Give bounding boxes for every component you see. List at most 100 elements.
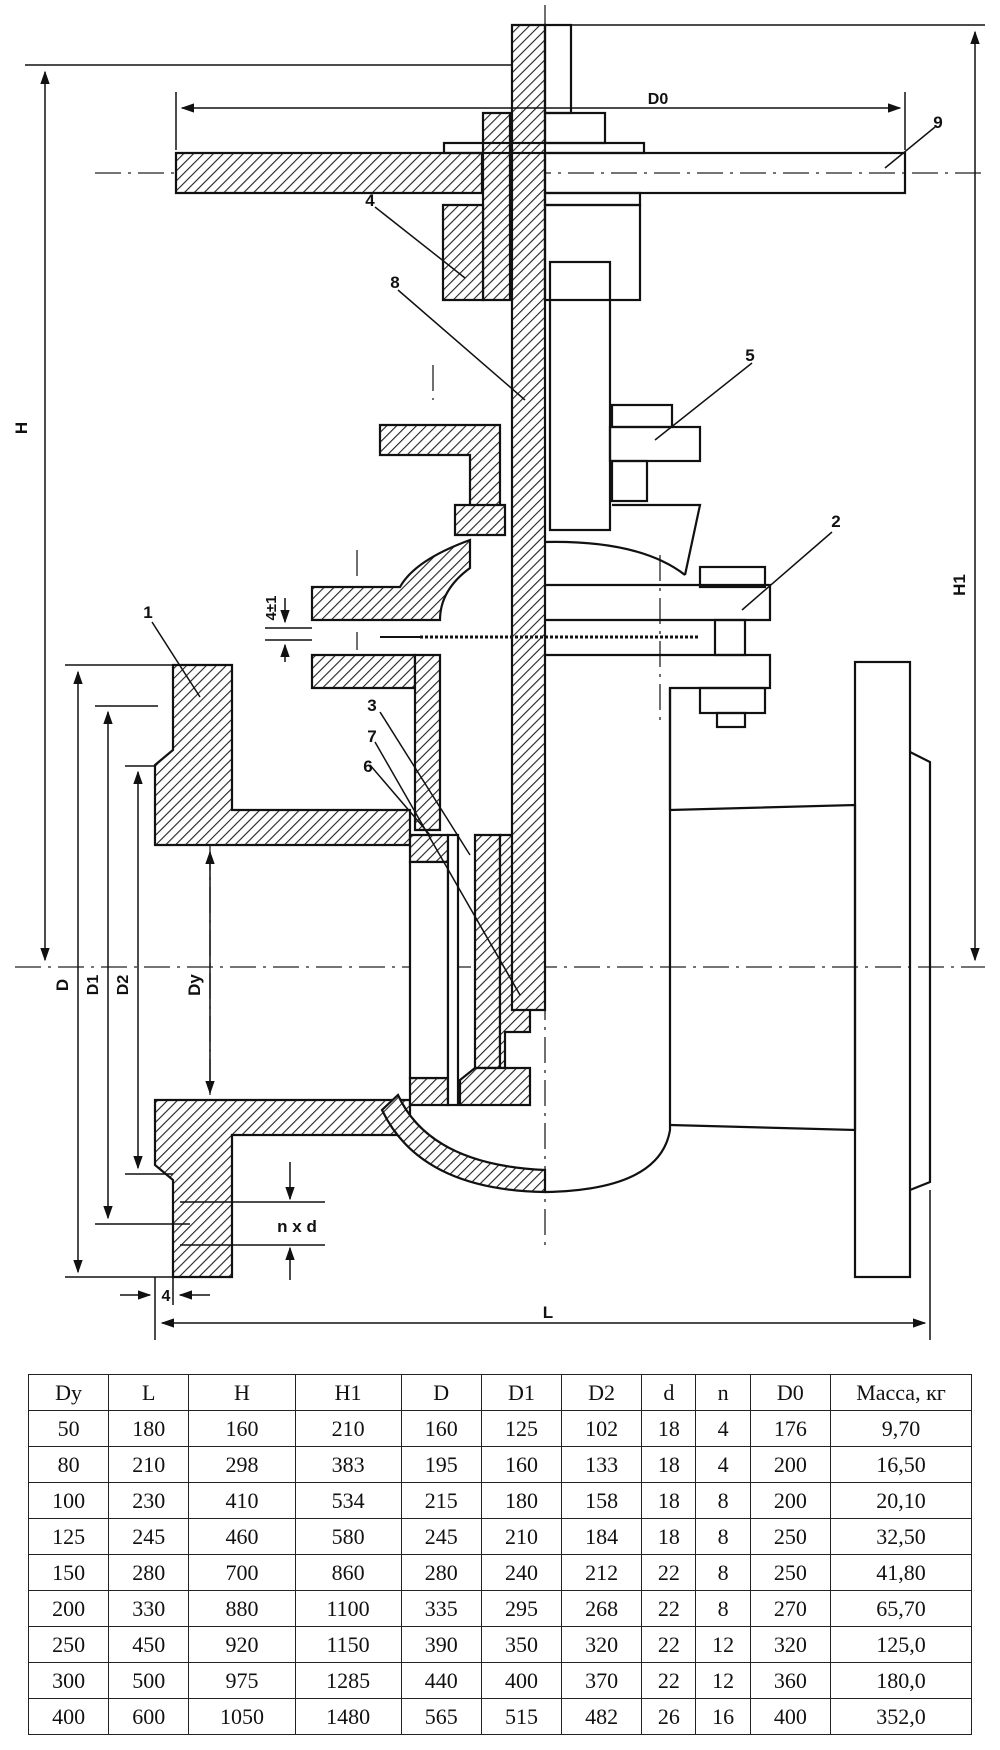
handwheel-hub: [543, 191, 642, 207]
table-cell: 26: [641, 1698, 697, 1735]
outlet-flange: [853, 660, 912, 1279]
seat-gap: [446, 833, 460, 1107]
valve-exterior: [442, 23, 932, 1279]
table-cell: 565: [400, 1698, 482, 1735]
table-cell: 22: [641, 1590, 697, 1627]
table-cell: 534: [294, 1482, 402, 1519]
stem-top-right: [543, 23, 573, 115]
seat-channel: [408, 860, 450, 1080]
table-cell: 100: [27, 1482, 110, 1519]
table-cell: 8: [695, 1482, 751, 1519]
table-cell: 22: [641, 1662, 697, 1699]
table-cell: 400: [27, 1698, 110, 1735]
table-cell: 12: [695, 1662, 751, 1699]
table-cell: 250: [27, 1626, 110, 1663]
table-cell: 80: [27, 1446, 110, 1483]
body-bowl: [380, 1093, 547, 1194]
body-neck: [413, 653, 442, 832]
table-cell: 230: [108, 1482, 190, 1519]
table-cell: 12: [695, 1626, 751, 1663]
top-nut: [543, 111, 607, 145]
callout-7: 7: [367, 727, 376, 746]
bonnet-flange-upper: [310, 538, 472, 622]
table-cell: 975: [188, 1662, 296, 1699]
callout-4: 4: [365, 191, 375, 210]
label-D0: D0: [648, 91, 669, 108]
col-header: Масса, кг: [830, 1374, 972, 1411]
col-header: L: [108, 1374, 190, 1411]
col-header: H1: [294, 1374, 402, 1411]
table-cell: 400: [480, 1662, 563, 1699]
outlet-raised-face: [909, 751, 932, 1192]
table-cell: 400: [749, 1698, 832, 1735]
table-cell: 320: [561, 1626, 643, 1663]
table-cell: 210: [108, 1446, 190, 1483]
bolt-nut-bottom: [698, 686, 767, 715]
col-header: Dy: [27, 1374, 110, 1411]
table-cell: 700: [188, 1554, 296, 1591]
table-cell: 22: [641, 1554, 697, 1591]
table-cell: 200: [749, 1482, 832, 1519]
table-cell: 133: [561, 1446, 643, 1483]
label-nxd: n x d: [277, 1217, 317, 1236]
yoke-foot: [453, 503, 507, 537]
table-cell: 22: [641, 1626, 697, 1663]
yoke-nut: [481, 111, 512, 302]
table-cell: 460: [188, 1518, 296, 1555]
label-gap: 4±1: [263, 596, 280, 621]
table-cell: 160: [480, 1446, 563, 1483]
table-cell: 450: [108, 1626, 190, 1663]
table-cell: 184: [561, 1518, 643, 1555]
table-cell: 4: [695, 1410, 751, 1447]
table-cell: 370: [561, 1662, 643, 1699]
table-cell: 16,50: [830, 1446, 972, 1483]
bolt-tip: [715, 711, 747, 729]
label-H: H: [12, 422, 31, 434]
body-bottom-wall: [153, 1098, 412, 1279]
table-cell: 390: [400, 1626, 482, 1663]
table-cell: 270: [749, 1590, 832, 1627]
callout-2: 2: [831, 512, 840, 531]
table-header-row: Dy L H H1 D D1 D2 d n D0 Масса, кг: [27, 1374, 972, 1411]
table-cell: 180,0: [830, 1662, 972, 1699]
table-cell: 245: [108, 1518, 190, 1555]
seat-ring-bottom: [408, 1076, 450, 1107]
table-cell: 268: [561, 1590, 643, 1627]
table-cell: 160: [400, 1410, 482, 1447]
callout-5: 5: [745, 346, 754, 365]
gate-valve-drawing: H H1 D0 D D1 D2 Dy L n x d 4 4±1 1 2 3 4…: [12, 5, 985, 1340]
yoke-upper: [543, 203, 642, 302]
col-header: D0: [749, 1374, 832, 1411]
table-cell: 383: [294, 1446, 402, 1483]
callout-3: 3: [367, 696, 376, 715]
callout-8: 8: [390, 273, 399, 292]
col-header: D1: [480, 1374, 563, 1411]
table-cell: 1480: [294, 1698, 402, 1735]
label-D: D: [53, 979, 72, 991]
table-cell: 1050: [188, 1698, 296, 1735]
table-cell: 158: [561, 1482, 643, 1519]
table-cell: 515: [480, 1698, 563, 1735]
col-header: D: [400, 1374, 482, 1411]
callout-9: 9: [933, 113, 942, 132]
body-flange-right: [545, 653, 772, 810]
col-header: D2: [561, 1374, 643, 1411]
yoke-column: [548, 260, 612, 532]
table-cell: 215: [400, 1482, 482, 1519]
label-L: L: [543, 1303, 553, 1322]
bonnet-flange-lower: [310, 653, 417, 690]
table-cell: 8: [695, 1590, 751, 1627]
table-cell: 180: [480, 1482, 563, 1519]
body-top-wall: [153, 663, 412, 847]
table-cell: 350: [480, 1626, 563, 1663]
table-cell: 250: [749, 1554, 832, 1591]
label-Dy: Dy: [185, 974, 204, 996]
table-cell: 8: [695, 1554, 751, 1591]
bonnet-cone: [612, 503, 702, 576]
